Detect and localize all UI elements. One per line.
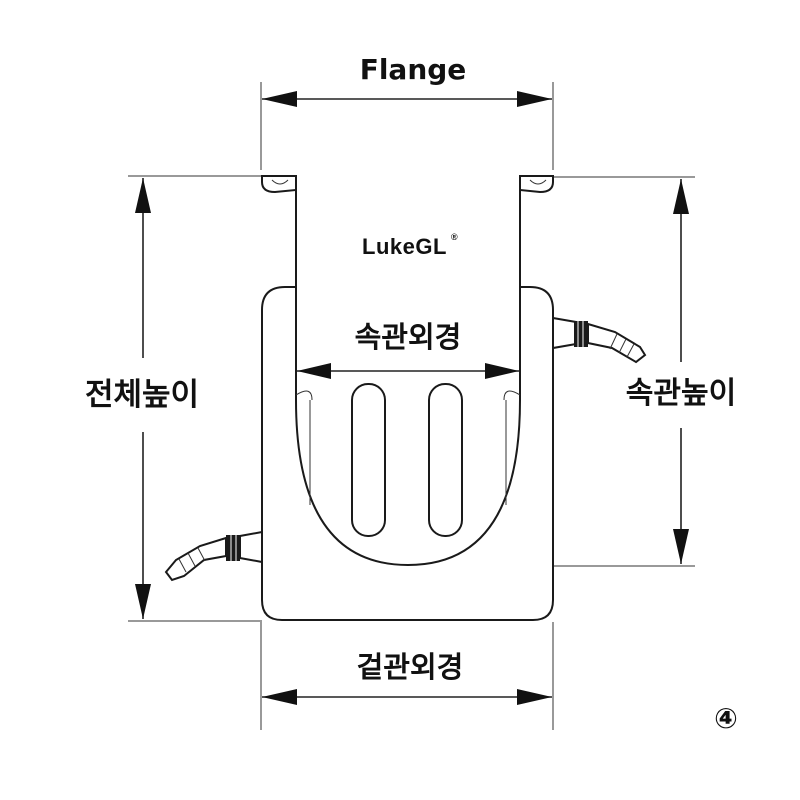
hose-connector-lower-left <box>164 530 263 582</box>
baffle-edge-left <box>295 390 313 401</box>
outer-od-dimension: 겉관외경 <box>260 622 554 730</box>
upper-hose-barb <box>587 322 647 364</box>
inner-height-dimension: 속관높이 <box>492 176 736 567</box>
brand-logo: LukeGL ® <box>362 232 458 259</box>
total-height-arrow-bottom <box>135 584 151 619</box>
total-height-dimension: 전체높이 <box>85 175 262 622</box>
inner-height-arrow-top <box>673 179 689 214</box>
lower-connector-neck <box>239 530 263 564</box>
flange-groove-left <box>271 179 289 185</box>
figure-number: ④ <box>714 702 738 735</box>
outer-od-arrow-right <box>517 689 552 705</box>
flange-arrow-left <box>262 91 297 107</box>
lower-connector-thread <box>226 535 240 561</box>
flange-dimension: Flange <box>260 53 554 170</box>
inner-od-arrow-left <box>297 363 331 379</box>
upper-connector-neck <box>552 316 577 350</box>
flange-label: Flange <box>360 53 467 86</box>
inner-height-label: 속관높이 <box>626 376 736 411</box>
inner-od-arrow-right <box>485 363 519 379</box>
total-height-label: 전체높이 <box>85 377 199 413</box>
upper-connector-thread <box>574 321 588 347</box>
flange-groove-right <box>529 179 547 185</box>
brand-name: LukeGL <box>362 234 447 259</box>
baffle-slot-left <box>351 383 386 537</box>
baffle-edge-right <box>503 390 521 401</box>
baffle-slot-right <box>428 383 463 537</box>
total-height-arrow-top <box>135 178 151 213</box>
inner-od-dimension: 속관외경 <box>297 320 519 379</box>
flange-arrow-right <box>517 91 552 107</box>
hose-connector-upper-right <box>552 316 647 364</box>
inner-height-arrow-bottom <box>673 529 689 564</box>
inner-vessel <box>295 190 521 567</box>
outer-od-label: 겉관외경 <box>357 650 464 684</box>
brand-registered-mark: ® <box>451 232 458 242</box>
outer-od-arrow-left <box>262 689 297 705</box>
flange-lips <box>261 175 554 194</box>
lower-hose-barb <box>164 536 227 582</box>
inner-od-label: 속관외경 <box>355 320 462 354</box>
